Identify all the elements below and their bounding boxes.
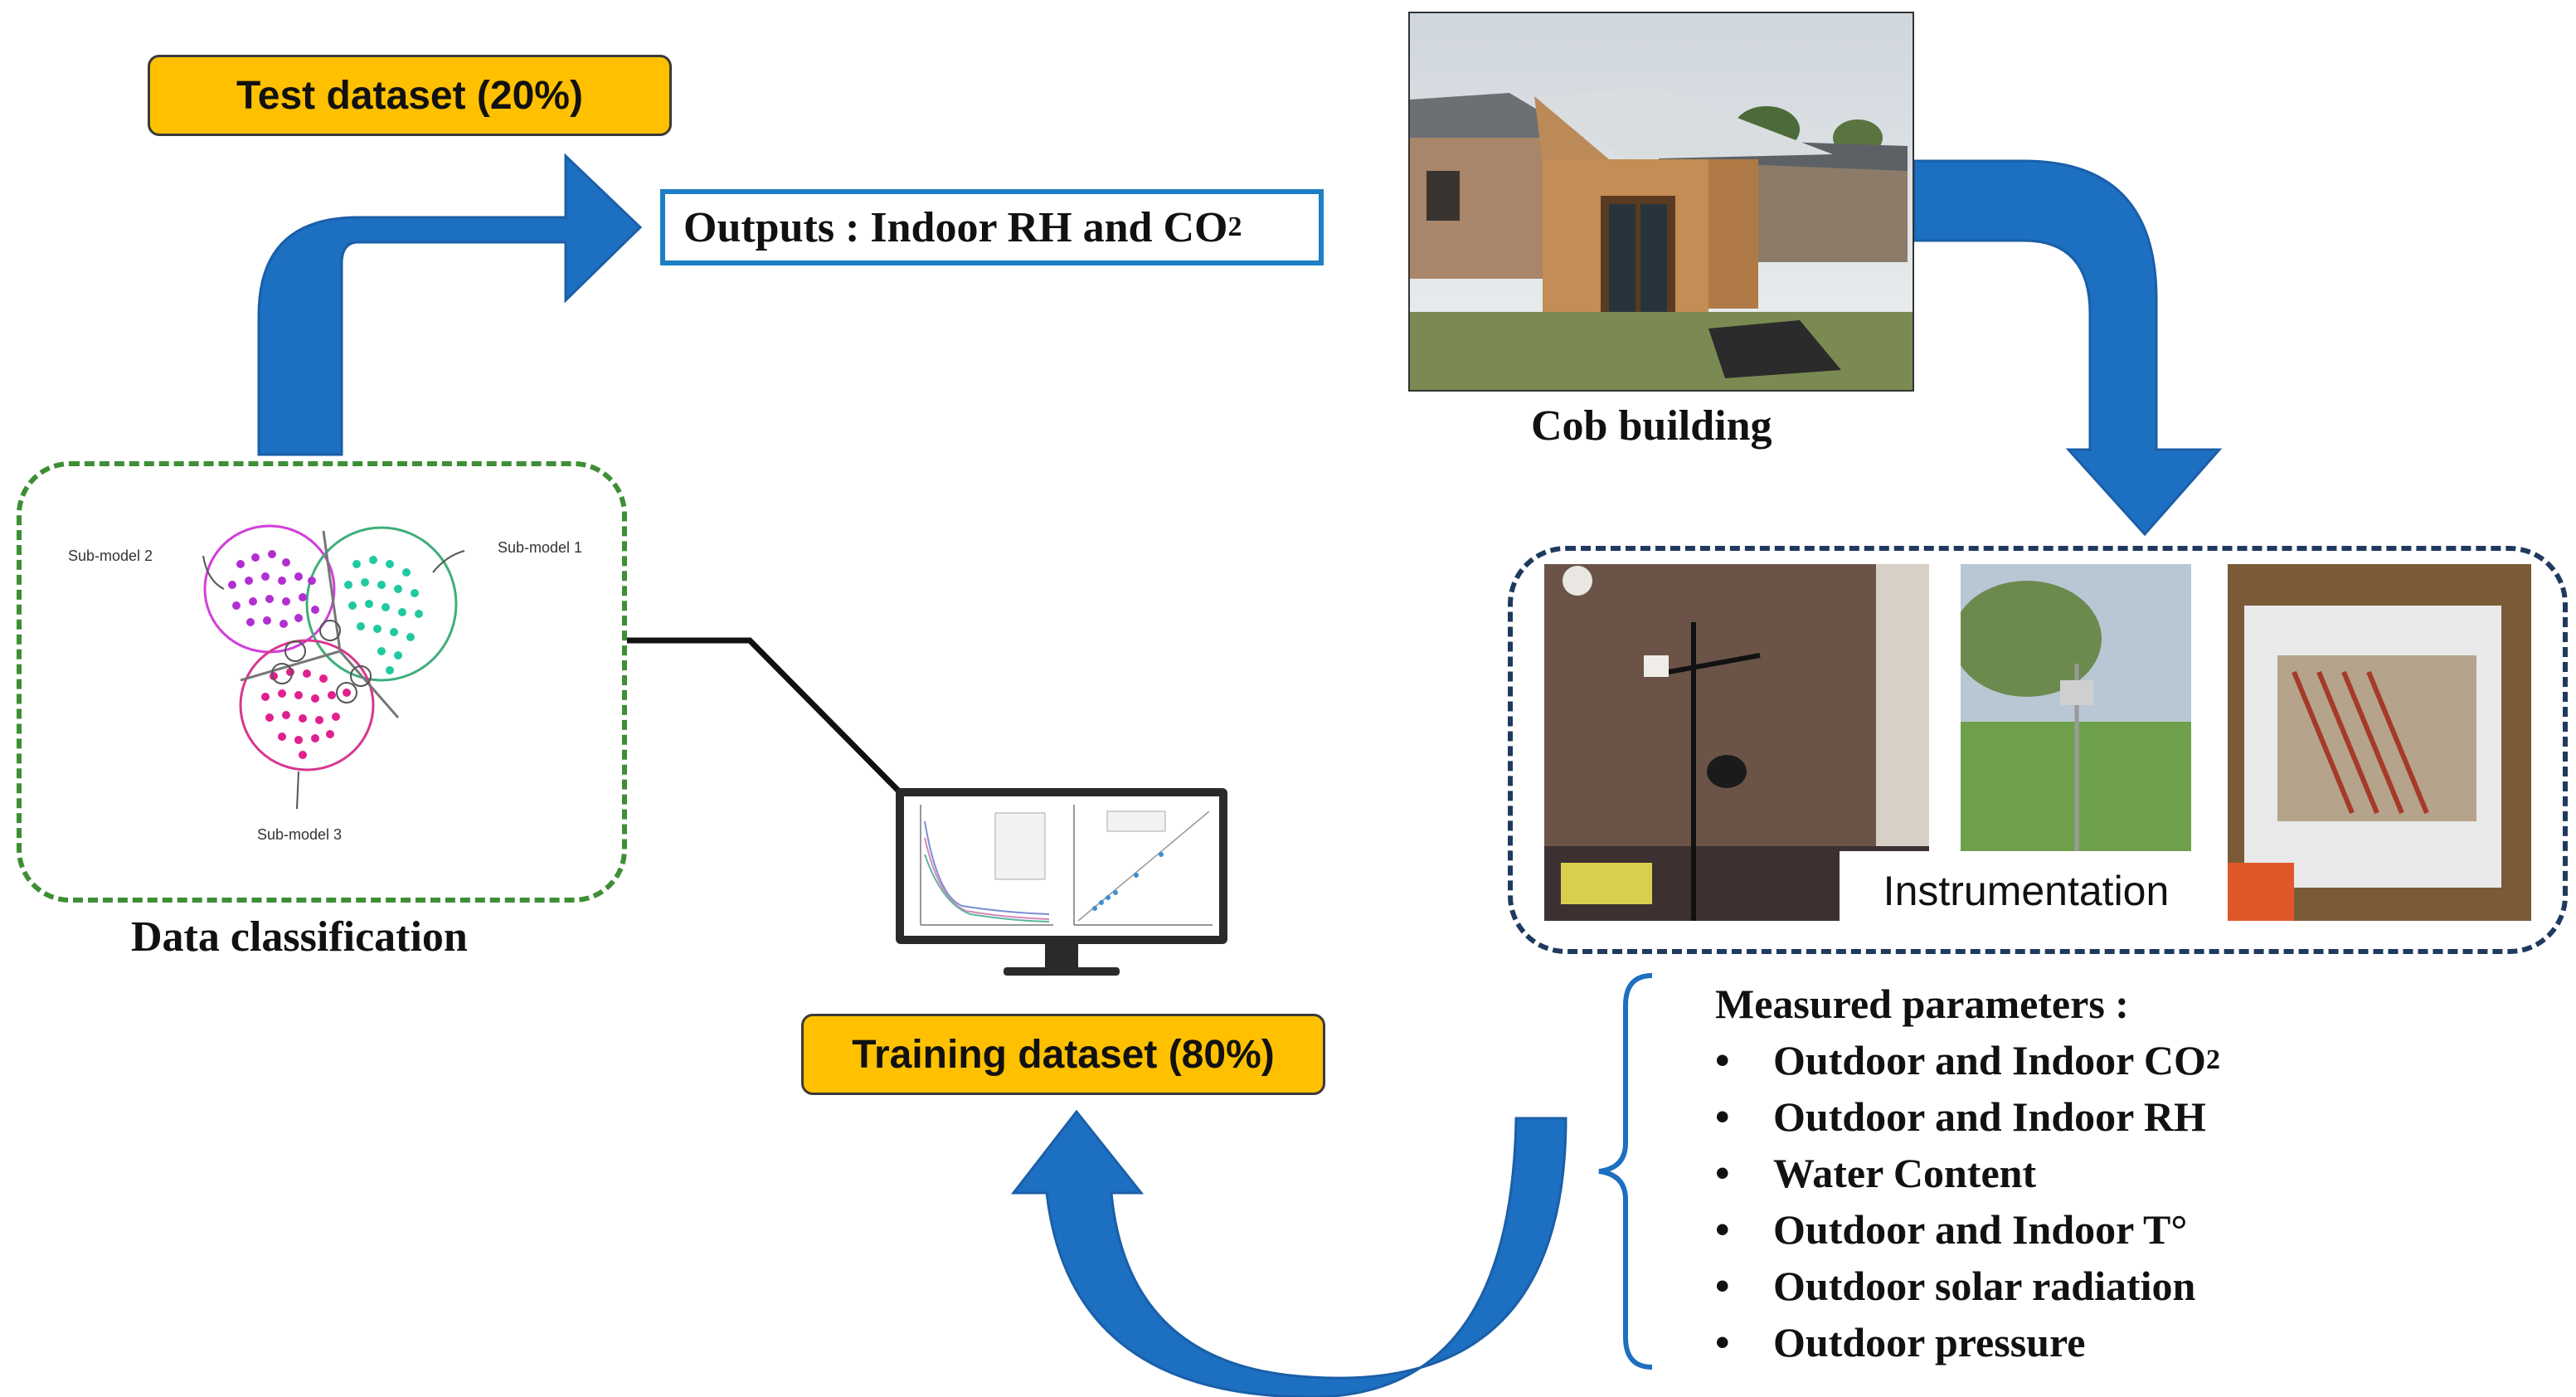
data-classification-caption: Data classification xyxy=(131,913,468,961)
classification-diagram: Sub-model 2 Sub-model 1 Sub-model 3 xyxy=(68,524,582,843)
outputs-text: Outputs : Indoor RH and CO xyxy=(683,203,1228,251)
cob-building-illustration xyxy=(1410,13,1913,390)
instrumentation-label: Instrumentation xyxy=(1840,851,2213,931)
arrow-to-outputs-shape xyxy=(257,153,643,456)
cluster-submodel-1 xyxy=(305,526,458,682)
measured-title: Measured parameters : xyxy=(1715,981,2129,1027)
instrumentation-photo-weather-station xyxy=(1961,564,2191,854)
monitor-loss-chart xyxy=(920,805,1053,926)
param-item: •Outdoor and Indoor T° xyxy=(1715,1206,2188,1253)
param-item: •Water Content xyxy=(1715,1150,2037,1196)
cob-building-photo xyxy=(1408,12,1914,392)
param-item: •Outdoor and Indoor RH xyxy=(1715,1093,2206,1140)
outputs-subscript: 2 xyxy=(1227,212,1242,242)
submodel-2-label: Sub-model 2 xyxy=(68,548,153,564)
submodel-1-label: Sub-model 1 xyxy=(498,539,582,556)
training-dataset-label: Training dataset (80%) xyxy=(801,1014,1325,1095)
cob-building-caption: Cob building xyxy=(1531,402,1772,450)
cluster-submodel-2 xyxy=(203,524,336,654)
measured-parameters: Measured parameters : •Outdoor and Indoo… xyxy=(1715,976,2220,1370)
monitor-icon xyxy=(896,788,1227,976)
bracket xyxy=(1598,973,1653,1370)
monitor-scatter-chart xyxy=(1073,805,1213,926)
dots-submodel-1 xyxy=(344,556,423,674)
param-item: •Outdoor pressure xyxy=(1715,1319,2086,1365)
dots-submodel-2 xyxy=(228,550,319,628)
instrumentation-photo-datalogger xyxy=(2228,564,2531,921)
param-item: •Outdoor solar radiation xyxy=(1715,1263,2196,1309)
submodel-3-label: Sub-model 3 xyxy=(257,826,342,843)
test-dataset-label: Test dataset (20%) xyxy=(148,55,672,136)
cluster-submodel-3 xyxy=(239,639,375,772)
dots-submodel-3 xyxy=(261,668,351,759)
